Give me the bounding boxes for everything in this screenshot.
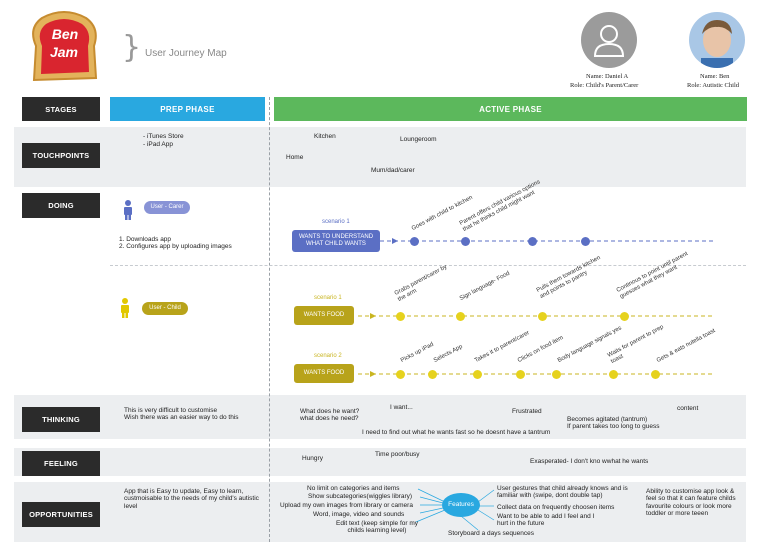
opportunities-band <box>14 482 746 542</box>
child-avatar <box>689 12 745 68</box>
parent-role: Role: Child's Parent/Carer <box>570 82 639 89</box>
logo-text-jam: Jam <box>49 44 79 60</box>
thinking-need-find: I need to find out what he wants fast so… <box>362 429 551 436</box>
feature-left-3: Upload my own images from library or cam… <box>280 502 413 509</box>
touchpoint-ipad: - iPad App <box>143 141 173 148</box>
parent-name: Name: Daniel A <box>586 73 629 80</box>
touchpoint-mum: Mum/dad/carer <box>371 167 415 174</box>
scenario2-dot-1 <box>396 312 405 321</box>
scenario3-dot-6 <box>609 370 618 379</box>
thinking-i-want: I want... <box>390 404 413 411</box>
child-role: Role: Autistic Child <box>687 82 740 89</box>
child-person-icon <box>120 298 130 323</box>
touchpoint-kitchen: Kitchen <box>314 133 336 140</box>
scenario2-box: WANTS FOOD <box>294 306 354 325</box>
scenario3-box: WANTS FOOD <box>294 364 354 383</box>
page-title: User Journey Map <box>145 48 227 59</box>
thinking-label: THINKING <box>22 407 100 432</box>
carer-steps: 1. Downloads app 2. Configures app by up… <box>119 236 232 251</box>
features-bubble: Features <box>442 493 480 517</box>
scenario1-dot-4 <box>581 237 590 246</box>
thinking-what-want: What does he want? what does he need? <box>300 408 360 423</box>
child-photo-icon <box>701 20 733 68</box>
scenario2-label: scenario 1 <box>314 295 342 301</box>
feature-left-2: Show subcategories(wiggles library) <box>308 493 413 500</box>
logo-text-ben: Ben <box>51 26 79 42</box>
touchpoint-home: Home <box>286 154 304 161</box>
parent-avatar <box>581 12 637 68</box>
carer-person-icon <box>123 200 133 225</box>
scenario3-dot-3 <box>473 370 482 379</box>
child-name: Name: Ben <box>700 73 730 80</box>
user-carer-pill: User - Carer <box>144 201 190 214</box>
feeling-time-poor: Time poor/busy <box>375 451 420 458</box>
feeling-label: FEELING <box>22 451 100 476</box>
thinking-content: content <box>677 405 699 412</box>
scenario1-dot-3 <box>528 237 537 246</box>
feeling-exasperated: Exasperated- I don't kno wwhat he wants <box>530 458 649 465</box>
touchpoints-band <box>14 127 746 187</box>
touchpoint-itunes: - iTunes Store <box>143 133 184 140</box>
scenario3-dot-7 <box>651 370 660 379</box>
scenario2-dot-3 <box>538 312 547 321</box>
doing-divider <box>110 265 746 266</box>
doing-label: DOING <box>22 193 100 218</box>
touchpoints-label: TOUCHPOINTS <box>22 143 100 168</box>
scenario3-label: scenario 2 <box>314 353 342 359</box>
thinking-band <box>14 395 746 439</box>
active-phase-header: ACTIVE PHASE <box>274 97 747 121</box>
user-child-pill: User - Child <box>142 302 188 315</box>
touchpoint-loungeroom: Loungeroom <box>400 136 437 143</box>
thinking-prep: This is very difficult to customise Wish… <box>124 407 239 422</box>
scenario2-dot-4 <box>620 312 629 321</box>
feeling-band <box>14 448 746 476</box>
opportunity-prep: App that is Easy to update, Easy to lear… <box>124 488 259 510</box>
scenario3-dot-5 <box>552 370 561 379</box>
scenario3-dot-2 <box>428 370 437 379</box>
scenario1-label: scenario 1 <box>322 219 350 225</box>
feature-left-1: No limit on categories and items <box>307 485 400 492</box>
thinking-agitated: Becomes agitated (tantrum) If parent tak… <box>567 416 660 431</box>
feature-right-1: User gestures that child already knows a… <box>497 485 628 500</box>
scenario3-dot-1 <box>396 370 405 379</box>
scenario2-dot-2 <box>456 312 465 321</box>
scenario3-dot-4 <box>516 370 525 379</box>
phase-divider <box>269 97 270 542</box>
thinking-frustrated: Frustrated <box>512 408 542 415</box>
logo-graphic <box>32 11 98 82</box>
scenario1-dot-2 <box>461 237 470 246</box>
stages-header: STAGES <box>22 97 100 121</box>
feature-right-2: Collect data on frequently choosen items <box>497 504 615 511</box>
scenario1-dot-1 <box>410 237 419 246</box>
scenario1-box: WANTS TO UNDERSTAND WHAT CHILD WANTS <box>292 230 380 252</box>
logo: Ben Jam <box>24 8 104 88</box>
feature-right-4: Storyboard a days sequences <box>448 530 534 537</box>
user-icon <box>593 25 625 57</box>
title-brace: } <box>122 30 142 65</box>
feeling-hungry: Hungry <box>302 455 323 462</box>
opportunities-label: OPPORTUNITIES <box>22 502 100 527</box>
opportunity-far: Ability to customise app look & feel so … <box>646 488 736 518</box>
feature-right-3: Want to be able to add I feel and I hurt… <box>497 513 595 528</box>
feature-left-5: Edit text (keep simple for my childs lea… <box>336 520 418 535</box>
feature-left-4: Word, image, video and sounds <box>313 511 405 518</box>
prep-phase-header: PREP PHASE <box>110 97 265 121</box>
